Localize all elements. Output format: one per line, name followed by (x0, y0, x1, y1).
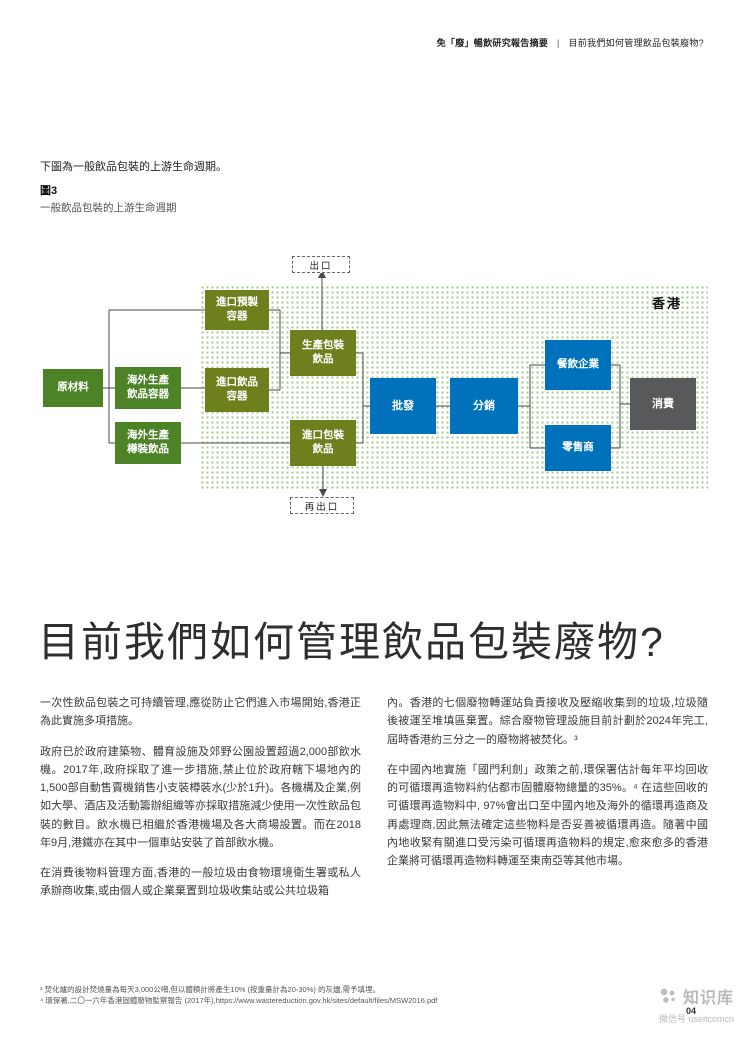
footnote-3: ³ 焚化爐的設計焚燒量為每天3,000公噸,但以體積計將產生10% (按重量計為… (40, 985, 381, 994)
node-overseas-bottled-drinks: 海外生產 樽裝飲品 (115, 422, 181, 464)
node-wholesale: 批發 (370, 378, 436, 434)
right-column: 內。香港的七個廢物轉運站負責接收及壓縮收集到的垃圾,垃圾隨後被運至堆填區棄置。綜… (387, 694, 708, 913)
node-produce-packaged-drinks: 生產包裝 飲品 (290, 330, 356, 376)
running-header: 免「廢」暢飲研究報告摘要 | 目前我們如何管理飲品包裝廢物? (437, 36, 704, 49)
export-node: 出口 (292, 256, 350, 273)
page-title: 目前我們如何管理飲品包裝廢物? (38, 619, 665, 665)
watermark-brand: 知识库 (682, 990, 734, 1007)
figure-number: 圖3 (40, 185, 58, 197)
footnote-4[interactable]: ⁴ 環保署,二〇一六年香港固體廢物監察報告 (2017年),https://ww… (40, 996, 438, 1006)
node-imported-drink-containers: 進口飲品 容器 (205, 368, 269, 412)
footnotes: ³ 焚化爐的設計焚燒量為每天3,000公噸,但以體積計將產生10% (按重量計為… (40, 984, 660, 1007)
header-section-title: 目前我們如何管理飲品包裝廢物? (568, 38, 704, 48)
node-consumption: 消費 (630, 378, 696, 430)
watermark: 知识库 微信号 useitcomcn (658, 984, 734, 1025)
figure-title: 一般飲品包裝的上游生命週期 (40, 202, 177, 214)
body-paragraph: 在消費後物料管理方面,香港的一般垃圾由食物環境衛生署或私人承辦商收集,或由個人或… (40, 867, 361, 898)
node-imported-preform-containers: 進口預製 容器 (205, 290, 269, 330)
region-label-hongkong: 香港 (652, 296, 683, 311)
page-number: 04 (685, 1006, 696, 1016)
body-paragraph: 政府已於政府建築物、體育設施及郊野公園設置超過2,000部飲水機。2017年,政… (40, 745, 361, 849)
body-paragraph: 內。香港的七個廢物轉運站負責接收及壓縮收集到的垃圾,垃圾隨後被運至堆填區棄置。綜… (387, 697, 708, 746)
node-catering-enterprises: 餐飲企業 (545, 340, 611, 390)
body-paragraph: 一次性飲品包裝之可持續管理,應從防止它們進入市場開始,香港正為此實施多項措施。 (40, 697, 361, 728)
node-raw-materials: 原材料 (43, 369, 103, 407)
watermark-logo-icon (660, 988, 675, 1003)
watermark-wechat-id: 微信号 useitcomcn (658, 1014, 734, 1024)
body-paragraph: 在中國內地實施「國門利劍」政策之前,環保署估計每年平均回收的可循環再造物料約佔都… (387, 763, 708, 867)
header-separator: | (557, 38, 560, 48)
node-imported-packaged-drinks: 進口包裝 飲品 (290, 420, 356, 466)
report-title: 免「廢」暢飲研究報告摘要 (436, 38, 549, 48)
node-overseas-drink-containers: 海外生產 飲品容器 (115, 367, 181, 409)
lifecycle-diagram: 香港 出口 再出口 原材料 海外生產 飲品容器 海外生產 樽裝飲品 進口預製 容… (40, 252, 708, 522)
intro-text: 下圖為一般飲品包裝的上游生命週期。 (40, 161, 227, 173)
reexport-node: 再出口 (290, 497, 354, 514)
node-distribution: 分銷 (450, 378, 518, 434)
left-column: 一次性飲品包裝之可持續管理,應從防止它們進入市場開始,香港正為此實施多項措施。 … (40, 694, 361, 913)
node-retailers: 零售商 (545, 425, 611, 471)
body-text-columns: 一次性飲品包裝之可持續管理,應從防止它們進入市場開始,香港正為此實施多項措施。 … (40, 694, 708, 913)
